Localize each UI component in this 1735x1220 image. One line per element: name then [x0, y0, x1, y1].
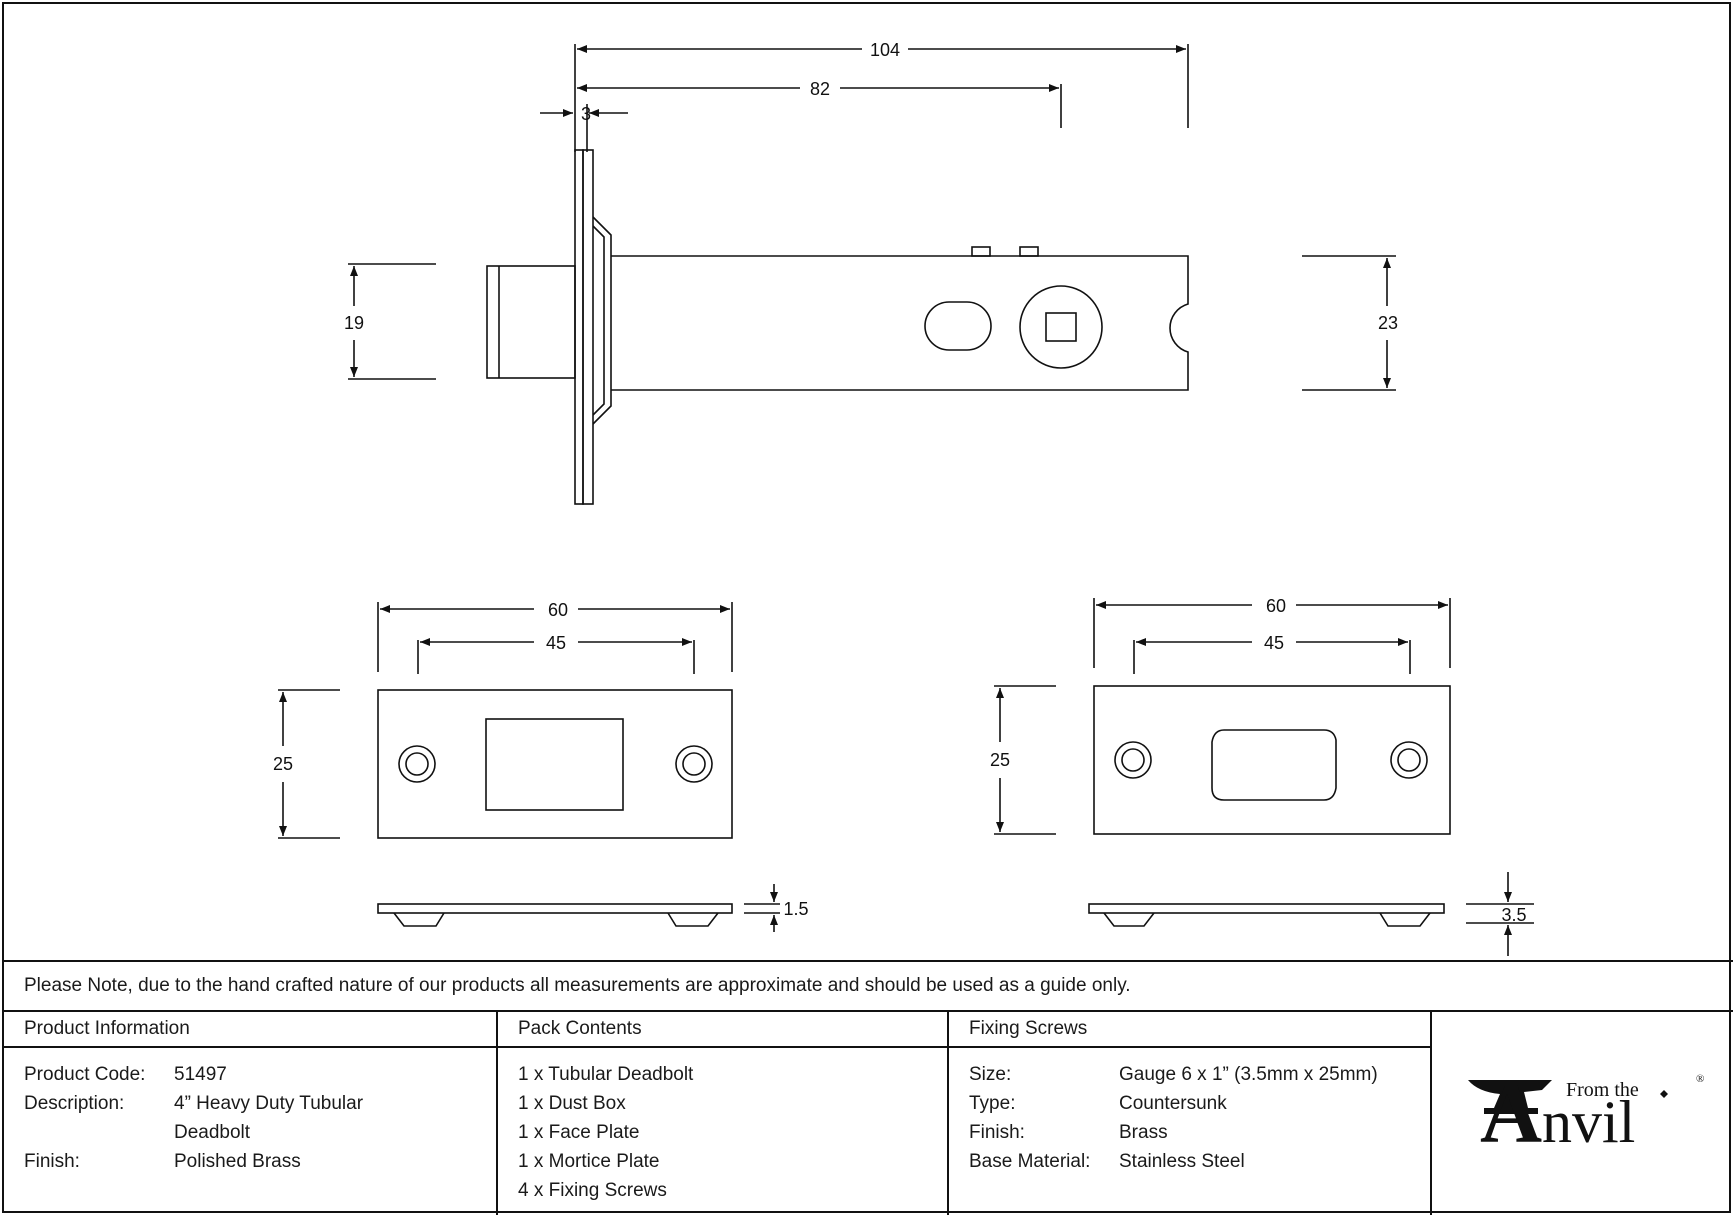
fixing-screws-heading: Fixing Screws — [949, 1012, 1430, 1048]
product-info-row: Finish: Polished Brass — [24, 1147, 496, 1176]
from-the-anvil-logo: A nvil From the ® — [1432, 1012, 1733, 1215]
product-info-column: Product Information Product Code: 51497 D… — [4, 1012, 498, 1215]
row-value: Stainless Steel — [1119, 1151, 1245, 1172]
dim-19: 19 — [344, 313, 364, 333]
row-key — [24, 1118, 174, 1147]
list-item: 1 x Tubular Deadbolt — [518, 1064, 694, 1085]
fixing-screws-row: Size: Gauge 6 x 1” (3.5mm x 25mm) — [969, 1060, 1430, 1089]
row-value: Countersunk — [1119, 1093, 1227, 1114]
dim-left-1-5: 1.5 — [783, 899, 808, 919]
row-value: Brass — [1119, 1122, 1168, 1143]
measurement-note: Please Note, due to the hand crafted nat… — [4, 960, 1733, 1012]
pack-contents-heading: Pack Contents — [498, 1012, 947, 1048]
row-key: Size: — [969, 1064, 1012, 1085]
dim-left-45: 45 — [546, 633, 566, 653]
row-value: Polished Brass — [174, 1151, 301, 1172]
dim-3: 3 — [581, 104, 591, 124]
dim-left-60: 60 — [548, 600, 568, 620]
row-key: Finish: — [969, 1122, 1025, 1143]
list-item: 1 x Mortice Plate — [518, 1151, 660, 1172]
row-key: Finish: — [24, 1151, 80, 1172]
product-info-row: Product Code: 51497 — [24, 1060, 496, 1089]
logo-rest: nvil — [1542, 1089, 1635, 1155]
dim-right-60: 60 — [1266, 596, 1286, 616]
row-value: Deadbolt — [174, 1122, 251, 1143]
logo-big-letter: A — [1480, 1065, 1542, 1161]
face-plate-view — [278, 602, 780, 932]
fixing-screws-row: Finish: Brass — [969, 1118, 1430, 1147]
list-item: 4 x Fixing Screws — [518, 1180, 667, 1201]
dim-right-25: 25 — [990, 750, 1010, 770]
row-key: Description: — [24, 1093, 125, 1114]
dim-23: 23 — [1378, 313, 1398, 333]
row-key: Type: — [969, 1093, 1016, 1114]
row-value: 51497 — [174, 1064, 227, 1085]
logo-small-text: From the — [1566, 1079, 1639, 1101]
fixing-screws-row: Base Material: Stainless Steel — [969, 1147, 1430, 1176]
logo-registered-mark: ® — [1696, 1073, 1704, 1085]
product-info-heading: Product Information — [4, 1012, 496, 1048]
product-table: Product Information Product Code: 51497 D… — [4, 1012, 1733, 1215]
row-key: Base Material: — [969, 1151, 1091, 1172]
dim-82: 82 — [810, 79, 830, 99]
row-value: Gauge 6 x 1” (3.5mm x 25mm) — [1119, 1064, 1378, 1085]
dim-right-3-5: 3.5 — [1501, 905, 1526, 925]
product-info-row: Description: 4” Heavy Duty Tubular — [24, 1089, 496, 1118]
list-item: 1 x Dust Box — [518, 1093, 626, 1114]
dim-104: 104 — [870, 40, 900, 60]
row-value: 4” Heavy Duty Tubular — [174, 1093, 364, 1114]
pack-contents-column: Pack Contents 1 x Tubular Deadbolt 1 x D… — [498, 1012, 949, 1215]
technical-drawing: 104 82 3 19 23 60 45 25 1.5 60 45 25 3.5 — [273, 40, 1534, 956]
fixing-screws-column: Fixing Screws Size: Gauge 6 x 1” (3.5mm x… — [949, 1012, 1432, 1215]
dim-right-45: 45 — [1264, 633, 1284, 653]
row-key: Product Code: — [24, 1064, 146, 1085]
dim-left-25: 25 — [273, 754, 293, 774]
list-item: 1 x Face Plate — [518, 1122, 640, 1143]
anvil-logo-icon: A nvil From the ® — [1468, 1065, 1704, 1161]
fixing-screws-row: Type: Countersunk — [969, 1089, 1430, 1118]
product-info-row: Deadbolt — [24, 1118, 496, 1147]
deadbolt-side-view — [348, 44, 1396, 505]
mortice-plate-view — [994, 598, 1534, 956]
